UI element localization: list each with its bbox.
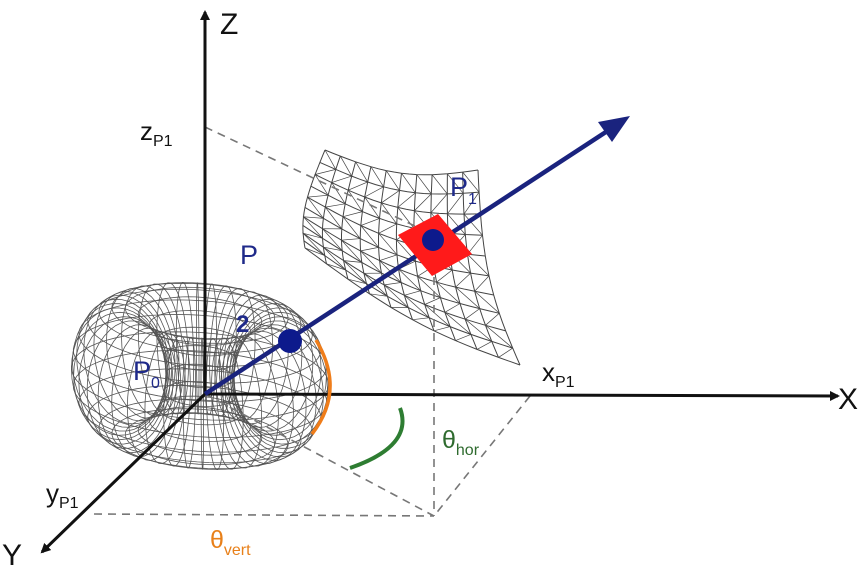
axes: [40, 10, 840, 554]
mesh-diagonal: [301, 149, 337, 256]
theta-hor-arc: [349, 407, 405, 470]
x-projection-line: [433, 395, 531, 517]
two-label: 2: [236, 311, 249, 338]
y-axis: [40, 392, 207, 554]
p1-point: [422, 229, 444, 251]
theta-hor-label: θhor: [442, 426, 480, 459]
ray: [203, 116, 630, 396]
projection-lines: [93, 126, 531, 517]
torus-parallel: [78, 368, 322, 453]
x-axis: [204, 390, 840, 401]
mesh-line: [377, 170, 392, 308]
torus-parallel: [98, 282, 302, 354]
mesh-diagonal: [340, 161, 369, 285]
torus-parallel: [137, 412, 263, 456]
p1-label: P1: [450, 172, 477, 208]
y-axis-label: Y: [2, 539, 22, 572]
mesh-diagonal: [359, 166, 389, 297]
direction-ray: [203, 126, 614, 396]
mesh-line: [302, 232, 506, 332]
torus-parallel: [165, 363, 235, 389]
ray-arrowhead: [598, 116, 630, 142]
torus-parallel: [72, 349, 328, 438]
torus-parallel: [111, 282, 289, 344]
torus-parallel: [98, 398, 302, 470]
p-label: P: [240, 240, 258, 270]
mesh-diagonal: [446, 173, 493, 350]
torus-parallel: [70, 331, 330, 421]
mesh-diagonal: [462, 171, 514, 358]
torus-parallel: [87, 385, 313, 464]
mesh-diagonal: [395, 172, 431, 321]
torus-meridian: [196, 282, 200, 415]
torus-parallel: [87, 288, 313, 367]
mesh-diagonal: [430, 174, 472, 341]
torus-parallel: [149, 310, 251, 346]
mesh-diagonal: [321, 155, 353, 271]
p0-label: P0: [133, 356, 160, 392]
y-p1-label: yP1: [46, 478, 79, 512]
z-projection-line: [204, 126, 435, 236]
torus-parallel: [149, 406, 251, 442]
torus-parallel: [78, 299, 322, 384]
x-axis-label: X: [838, 383, 858, 416]
torus-parallel: [137, 296, 263, 340]
theta-vert-label: θvert: [210, 526, 251, 559]
torus-parallel: [72, 314, 328, 403]
origin-foot-line: [204, 393, 435, 517]
y-projection-line: [93, 513, 435, 517]
x-p1-label: xP1: [542, 357, 575, 391]
p2-point: [278, 329, 302, 353]
torus-meridian: [200, 337, 204, 470]
z-axis-label: Z: [220, 8, 238, 41]
theta-vert-arc: [310, 339, 332, 436]
z-p1-label: zP1: [140, 116, 173, 150]
torus-radiation-pattern: [70, 281, 330, 471]
mesh-diagonal: [378, 170, 410, 308]
